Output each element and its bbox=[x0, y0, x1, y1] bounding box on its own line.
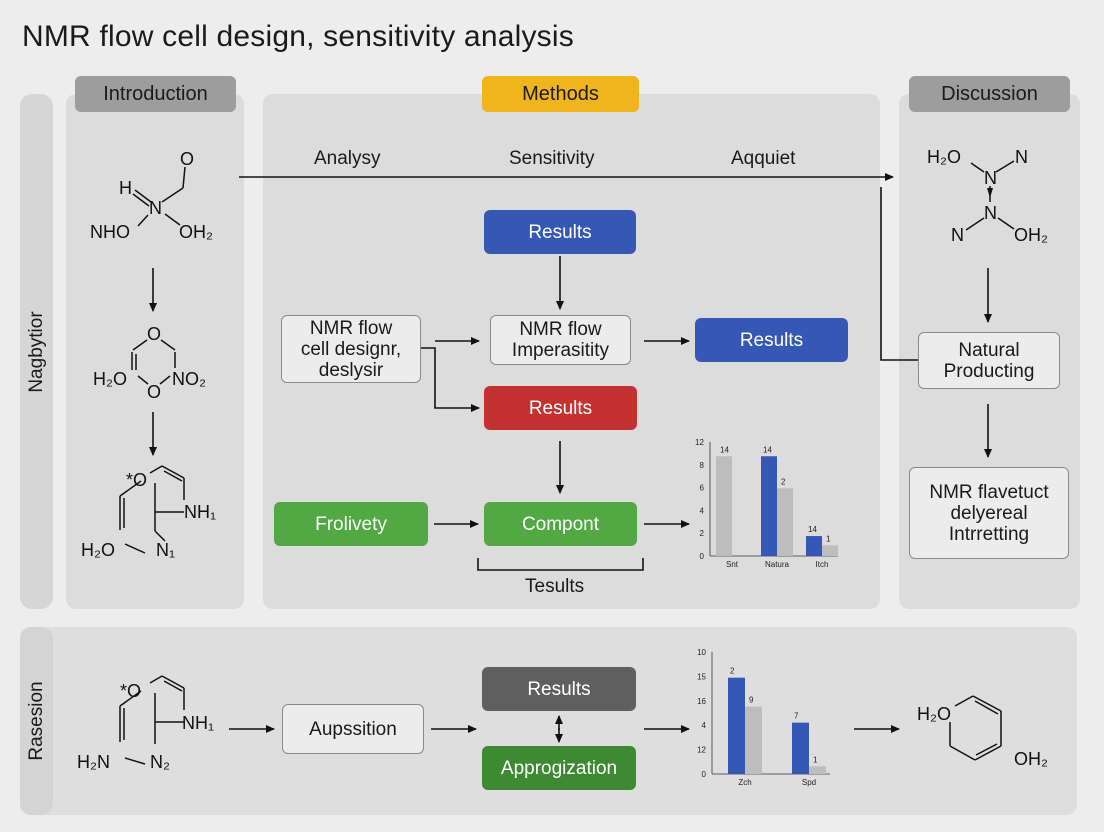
results-box-right[interactable]: Results bbox=[695, 318, 848, 362]
chart0-bar-gray bbox=[716, 456, 732, 556]
chart0-xtick: Snt bbox=[726, 560, 739, 569]
molecule-2 bbox=[131, 339, 176, 385]
m4-n-right: N bbox=[1015, 147, 1028, 167]
m3-n: N₁ bbox=[156, 540, 175, 560]
molecule-1 bbox=[132, 166, 186, 227]
chart0-bar-blue bbox=[761, 456, 777, 556]
chart0-ytick: 8 bbox=[700, 461, 705, 470]
side-label-bottom: Rasesion bbox=[20, 627, 53, 815]
chart0-ytick: 0 bbox=[700, 552, 705, 561]
chart1-bar-gray bbox=[745, 706, 762, 774]
chart0-ytick: 2 bbox=[700, 529, 705, 538]
m4-n-left: N bbox=[951, 225, 964, 245]
m2-o-bottom: O bbox=[147, 382, 161, 402]
methods-header: Methods bbox=[482, 76, 639, 112]
column-aqquiet: Aqquiet bbox=[731, 148, 796, 169]
chart0-ytick: 6 bbox=[700, 484, 705, 493]
m4-n-mid: N bbox=[984, 168, 997, 188]
m4-h2o: H₂O bbox=[927, 147, 961, 167]
nmr-flow-design-text: NMR flow cell designr, deslysir bbox=[300, 317, 402, 381]
introduction-header: Introduction bbox=[75, 76, 236, 112]
chart0-bar-blue bbox=[806, 536, 822, 556]
m4-oh2: OH₂ bbox=[1014, 225, 1048, 245]
m1-right: OH₂ bbox=[179, 222, 213, 242]
m3-left: H₂O bbox=[81, 540, 115, 560]
bracket-tesults bbox=[477, 558, 644, 571]
chart1-data-label: 7 bbox=[794, 712, 799, 721]
m1-left: NHO bbox=[90, 222, 130, 242]
nmr-flavetuct-text: NMR flavetuct delyereal Intrretting bbox=[929, 481, 1049, 545]
chart0-bar-gray bbox=[777, 488, 793, 556]
chart1-ytick: 15 bbox=[697, 672, 706, 681]
m4-n-mid2: N bbox=[984, 203, 997, 223]
m3-nh: NH₁ bbox=[184, 502, 216, 522]
results-box-bottom[interactable]: Results bbox=[482, 667, 636, 711]
column-sensitivity: Sensitivity bbox=[509, 148, 595, 169]
m5-star-o: *O bbox=[120, 681, 141, 701]
chart0-xtick: Natura bbox=[765, 560, 790, 569]
chart1-data-label: 9 bbox=[749, 696, 754, 705]
chart1-data-label: 2 bbox=[730, 667, 735, 676]
chart1-bar-gray bbox=[809, 766, 826, 774]
side-label-top: Nagbytior bbox=[20, 94, 53, 609]
results-box-red[interactable]: Results bbox=[484, 386, 637, 430]
nmr-flow-imper-text: NMR flow Imperasitity bbox=[511, 319, 610, 361]
m2-right: NO₂ bbox=[172, 369, 206, 389]
m3-star-o: *O bbox=[126, 470, 147, 490]
m2-o-top: O bbox=[147, 324, 161, 344]
chart1-bar-blue bbox=[728, 677, 745, 774]
nmr-flow-design-box[interactable]: NMR flow cell designr, deslysir bbox=[281, 315, 421, 383]
molecule-6 bbox=[949, 695, 1002, 761]
m2-left: H₂O bbox=[93, 369, 127, 389]
results-box-top[interactable]: Results bbox=[484, 210, 636, 254]
connector-discussion bbox=[880, 187, 918, 361]
m5-n: N₂ bbox=[150, 752, 170, 772]
column-analysy: Analysy bbox=[314, 148, 381, 169]
chart1-xtick: Spd bbox=[802, 778, 816, 787]
molecule-5 bbox=[119, 675, 185, 765]
chart0-ytick: 12 bbox=[695, 438, 704, 447]
molecule-3 bbox=[119, 465, 185, 554]
nmr-flavetuct-box[interactable]: NMR flavetuct delyereal Intrretting bbox=[909, 467, 1069, 559]
chart1-ytick: 0 bbox=[702, 770, 707, 779]
chart1-ytick: 10 bbox=[697, 648, 706, 657]
nmr-flow-imper-box[interactable]: NMR flow Imperasitity bbox=[490, 315, 631, 365]
approgization-box[interactable]: Approgization bbox=[482, 746, 636, 790]
natural-producting-text: Natural Producting bbox=[943, 339, 1035, 382]
chart0-data-label: 14 bbox=[720, 445, 729, 454]
chart0-data-label: 1 bbox=[826, 534, 831, 543]
natural-producting-box[interactable]: Natural Producting bbox=[918, 332, 1060, 389]
m1-n: N bbox=[149, 198, 162, 218]
chart0-data-label: 14 bbox=[808, 525, 817, 534]
frolivety-box[interactable]: Frolivety bbox=[274, 502, 428, 546]
m6-right: OH₂ bbox=[1014, 749, 1048, 769]
m5-nh: NH₁ bbox=[182, 713, 214, 733]
chart1-xtick: Zch bbox=[738, 778, 751, 787]
m6-left: H₂O bbox=[917, 704, 951, 724]
page-title: NMR flow cell design, sensitivity analys… bbox=[22, 20, 574, 53]
chart1-ytick: 16 bbox=[697, 697, 706, 706]
compont-box[interactable]: Compont bbox=[484, 502, 637, 546]
chart1-bar-blue bbox=[792, 722, 809, 774]
arrow-design-branch bbox=[421, 347, 480, 412]
chart1-ytick: 4 bbox=[702, 721, 707, 730]
chart0-xtick: Itch bbox=[816, 560, 829, 569]
m1-o: O bbox=[180, 149, 194, 169]
chart0-data-label: 2 bbox=[781, 477, 786, 486]
chart0-ytick: 4 bbox=[700, 506, 705, 515]
tesults-label: Tesults bbox=[525, 576, 585, 597]
m5-left: H₂N bbox=[77, 752, 110, 772]
chart1-data-label: 1 bbox=[813, 755, 818, 764]
chart0-data-label: 14 bbox=[763, 445, 772, 454]
aupssition-box[interactable]: Aupssition bbox=[282, 704, 424, 754]
chart1-ytick: 12 bbox=[697, 746, 706, 755]
m1-h: H bbox=[119, 178, 132, 198]
discussion-header: Discussion bbox=[909, 76, 1070, 112]
chart0-bar-gray bbox=[822, 545, 838, 556]
